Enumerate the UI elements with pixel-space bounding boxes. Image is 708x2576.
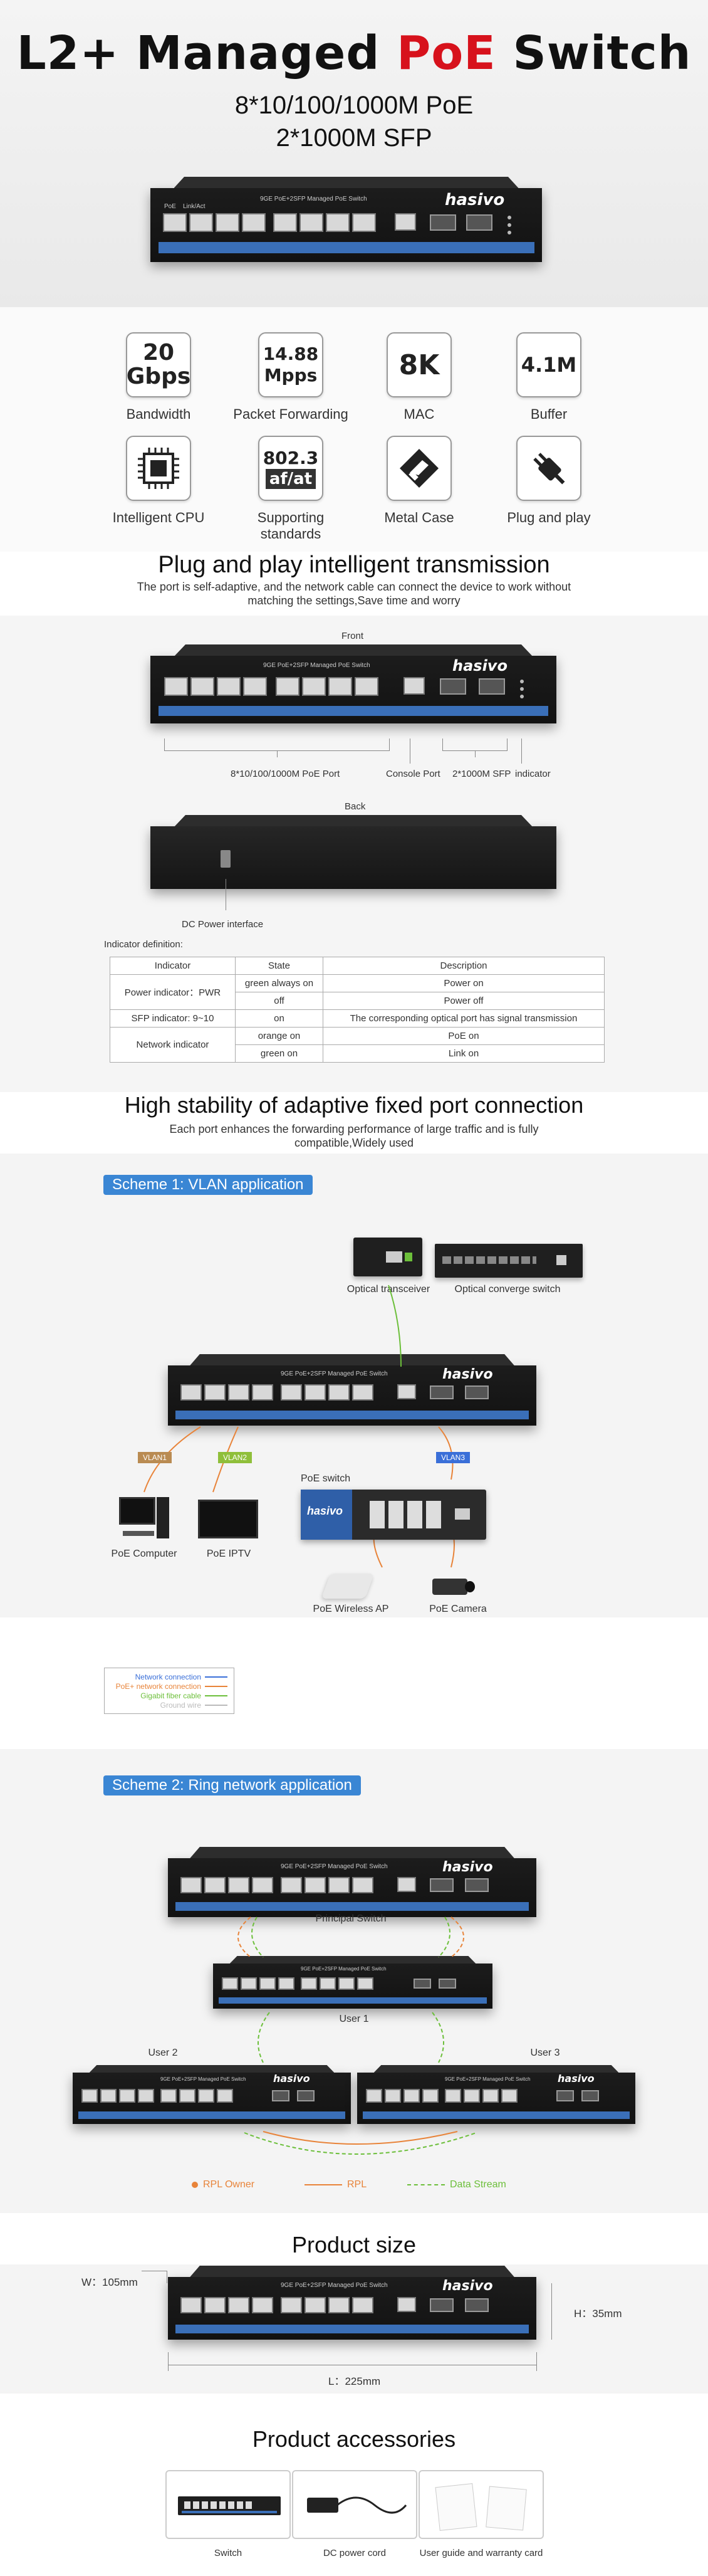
sfp-label: 2*1000M SFP [452, 769, 511, 779]
rpl-owner-legend: RPL Owner [192, 2179, 254, 2190]
hero-switch-image: 9GE PoE+2SFP Managed PoE Switch PoE Link… [150, 177, 542, 262]
stability-desc: Each port enhances the forwarding perfor… [169, 1123, 539, 1149]
accessory-dc-power-cord [292, 2470, 417, 2539]
accessories-title: Product accessories [252, 2426, 456, 2452]
vlan3-badge: VLAN3 [436, 1452, 471, 1463]
optical-transceiver-image [353, 1238, 422, 1276]
front-switch-image: 9GE PoE+2SFP Managed PoE Switch hasivo [150, 644, 556, 723]
feature-cpu: Intelligent CPU [96, 436, 221, 526]
mac-icon: 8K [387, 332, 452, 397]
feature-buffer: 4.1M Buffer [486, 332, 612, 423]
ring-lines [237, 1916, 477, 2155]
front-back-panel: Front 9GE PoE+2SFP Managed PoE Switch ha… [0, 616, 708, 1092]
feature-metal-case: Metal Case [357, 436, 482, 526]
scheme1-tag: Scheme 1: VLAN application [103, 1175, 313, 1195]
size-title: Product size [291, 2232, 417, 2258]
accessory-guide-label: User guide and warranty card [419, 2548, 543, 2558]
indicator-table: Indicator State Description Power indica… [110, 957, 605, 1063]
back-switch-image [150, 815, 556, 889]
buffer-icon: 4.1M [516, 332, 581, 397]
network-legend: Network connection PoE+ network connecti… [104, 1668, 234, 1714]
dc-power-label: DC Power interface [182, 919, 264, 930]
scheme2-tag: Scheme 2: Ring network application [103, 1775, 361, 1795]
scheme1-connection-lines [143, 1285, 455, 1568]
hero-subtitle-2: 2*1000M SFP [276, 124, 432, 152]
switch-model-text: 9GE PoE+2SFP Managed PoE Switch [260, 196, 367, 202]
plug-section-title: Plug and play intelligent transmission [158, 552, 550, 578]
length-dimension: L：225mm [328, 2375, 381, 2387]
scheme1-panel: Scheme 1: VLAN application Optical trans… [0, 1154, 708, 1617]
hero-section: L2+ Managed PoE Switch 8*10/100/1000M Po… [0, 0, 708, 307]
indicator-table-wrap: Indicator State Description Power indica… [0, 957, 708, 1063]
principal-switch-image: 9GE PoE+2SFP Managed PoE Switch hasivo [168, 1847, 536, 1917]
data-stream-legend: Data Stream [407, 2179, 506, 2190]
poe-port-label: 8*10/100/1000M PoE Port [231, 769, 340, 779]
stability-title: High stability of adaptive fixed port co… [124, 1092, 584, 1118]
feature-plug-and-play: Plug and play [486, 436, 612, 526]
poe-switch-image: hasivo [301, 1490, 486, 1540]
metal-case-icon [387, 436, 452, 501]
width-dimension: W：105mm [81, 2276, 138, 2288]
accessory-switch [165, 2470, 291, 2539]
cpu-icon [126, 436, 191, 501]
accessory-user-guide [419, 2470, 544, 2539]
vlan-main-switch-image: 9GE PoE+2SFP Managed PoE Switch hasivo [168, 1354, 536, 1426]
indicator-label: indicator [515, 769, 551, 779]
scheme2-panel: Scheme 2: Ring network application 9GE P… [0, 1749, 708, 2213]
feature-mac: 8K MAC [357, 332, 482, 423]
hero-title: L2+ Managed PoE Switch [16, 26, 692, 80]
user3-switch-image: 9GE PoE+2SFP Managed PoE Switch hasivo [357, 2065, 635, 2124]
user1-switch-image: 9GE PoE+2SFP Managed PoE Switch [213, 1956, 492, 2009]
plug-section-desc: The port is self-adaptive, and the netwo… [137, 581, 571, 607]
size-switch-image: 9GE PoE+2SFP Managed PoE Switch hasivo [168, 2266, 536, 2340]
plug-icon [516, 436, 581, 501]
poe-computer-image [119, 1497, 169, 1542]
hero-subtitle-1: 8*10/100/1000M PoE [234, 92, 474, 119]
poe-iptv-image [198, 1500, 258, 1538]
user2-switch-image: 9GE PoE+2SFP Managed PoE Switch hasivo [73, 2065, 351, 2124]
optical-converge-switch-image [435, 1244, 583, 1278]
accessory-switch-label: Switch [214, 2548, 242, 2558]
brand-logo: hasivo [445, 191, 505, 209]
size-panel: 9GE PoE+2SFP Managed PoE Switch hasivo W… [0, 2264, 708, 2394]
accessory-dc-cord-label: DC power cord [323, 2548, 387, 2558]
poe-wireless-ap-image [321, 1574, 375, 1599]
vlan1-badge: VLAN1 [138, 1452, 172, 1463]
rpl-legend: RPL [305, 2179, 367, 2190]
console-port-label: Console Port [386, 769, 440, 779]
vlan2-badge: VLAN2 [218, 1452, 252, 1463]
height-dimension: H：35mm [574, 2308, 622, 2320]
poe-camera-image [432, 1575, 476, 1597]
